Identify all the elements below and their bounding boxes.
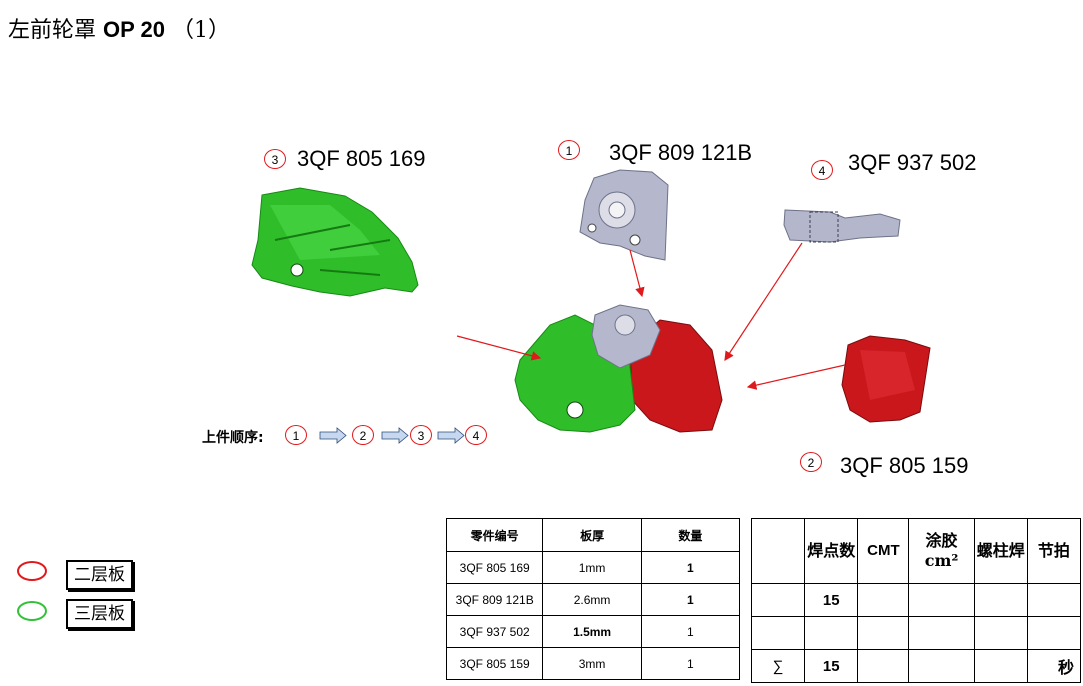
header-cmt: CMT [857,518,910,584]
table-header-row: 焊点数 CMT 涂胶cm² 螺柱焊 节拍 [750,518,1082,584]
cell-cmt [857,616,910,650]
table-row: 3QF 805 169 1mm 1 [445,551,741,584]
cell-thickness: 1mm [542,551,642,584]
sequence-step-1: 1 [285,425,307,445]
assembly-image [514,304,723,433]
header-stud-weld: 螺柱焊 [973,518,1028,584]
part-4-number: 3QF 937 502 [848,150,977,175]
title-op: OP 20 [103,17,165,42]
title-cn: 左前轮罩 [8,18,97,43]
sequence-label: 上件顺序: [202,430,264,446]
weld-table: 焊点数 CMT 涂胶cm² 螺柱焊 节拍 15 ∑ 15 秒 [750,518,1082,683]
legend-three-layer: 三层板 [66,599,133,629]
cell-quantity: 1 [640,615,741,648]
cell-stud-weld [973,649,1028,683]
cell-sum-label: ∑ [750,649,806,683]
cell-weld-points: 15 [804,649,859,683]
part-3-index: 3 [264,149,286,169]
cell-cycle-time [1026,583,1082,617]
cell-thickness: 2.6mm [542,583,642,616]
part-2-image [841,335,931,423]
title-suffix: （1） [172,18,230,43]
header-cycle-time: 节拍 [1026,518,1082,584]
sequence-step-4: 4 [465,425,487,445]
cell-part-number: 3QF 937 502 [445,615,544,648]
part-4-index: 4 [811,160,833,180]
cell-weld-points: 15 [804,583,859,617]
cell-part-number: 3QF 805 169 [445,551,544,584]
table-header-row: 零件编号 板厚 数量 [445,518,741,552]
table-row: 15 [750,583,1082,617]
cell-stud-weld [973,583,1028,617]
cell-cycle-time [1026,616,1082,650]
cell-glue [908,649,975,683]
part-4-image [783,209,901,243]
part-1-index: 1 [558,140,580,160]
part-2-number: 3QF 805 159 [840,453,969,478]
cell-stud-weld [973,616,1028,650]
sequence-step-2: 2 [352,425,374,445]
cell-label [750,616,806,650]
cell-glue [908,616,975,650]
cell-glue [908,583,975,617]
table-row: 3QF 809 121B 2.6mm 1 [445,583,741,616]
legend-green-ellipse [17,601,47,621]
arrow-part3 [456,335,542,361]
table-row [750,616,1082,650]
cell-cmt [857,583,910,617]
sequence-arrows [319,427,465,444]
header-thickness: 板厚 [542,518,642,552]
table-row: 3QF 805 159 3mm 1 [445,647,741,680]
page-title: 左前轮罩 OP 20 （1） [8,12,230,44]
header-weld-points: 焊点数 [804,518,859,584]
sequence-step-3: 3 [410,425,432,445]
cell-cycle-time: 秒 [1026,649,1082,683]
table-row: 3QF 937 502 1.5mm 1 [445,615,741,648]
part-3-image [251,187,419,297]
cell-quantity: 1 [640,647,741,680]
part-1-number: 3QF 809 121B [609,140,753,165]
cell-part-number: 3QF 805 159 [445,647,544,680]
cell-weld-points [804,616,859,650]
arrow-part2 [746,364,846,390]
header-blank [750,518,806,584]
header-part-number: 零件编号 [445,518,544,552]
table-row: ∑ 15 秒 [750,649,1082,683]
arrow-part1 [629,249,645,298]
part-1-image [579,169,669,261]
cell-quantity: 1 [640,583,741,616]
legend-two-layer: 二层板 [66,560,133,590]
cell-label [750,583,806,617]
arrow-part4 [724,242,803,362]
cell-thickness: 1.5mm [542,615,642,648]
header-quantity: 数量 [640,518,741,552]
legend-red-ellipse [17,561,47,581]
cell-thickness: 3mm [542,647,642,680]
cell-quantity: 1 [640,551,741,584]
cell-cmt [857,649,910,683]
cell-part-number: 3QF 809 121B [445,583,544,616]
header-glue: 涂胶cm² [908,518,975,584]
part-3-number: 3QF 805 169 [297,146,426,171]
part-2-index: 2 [800,452,822,472]
parts-table: 零件编号 板厚 数量 3QF 805 169 1mm 1 3QF 809 121… [445,518,741,680]
